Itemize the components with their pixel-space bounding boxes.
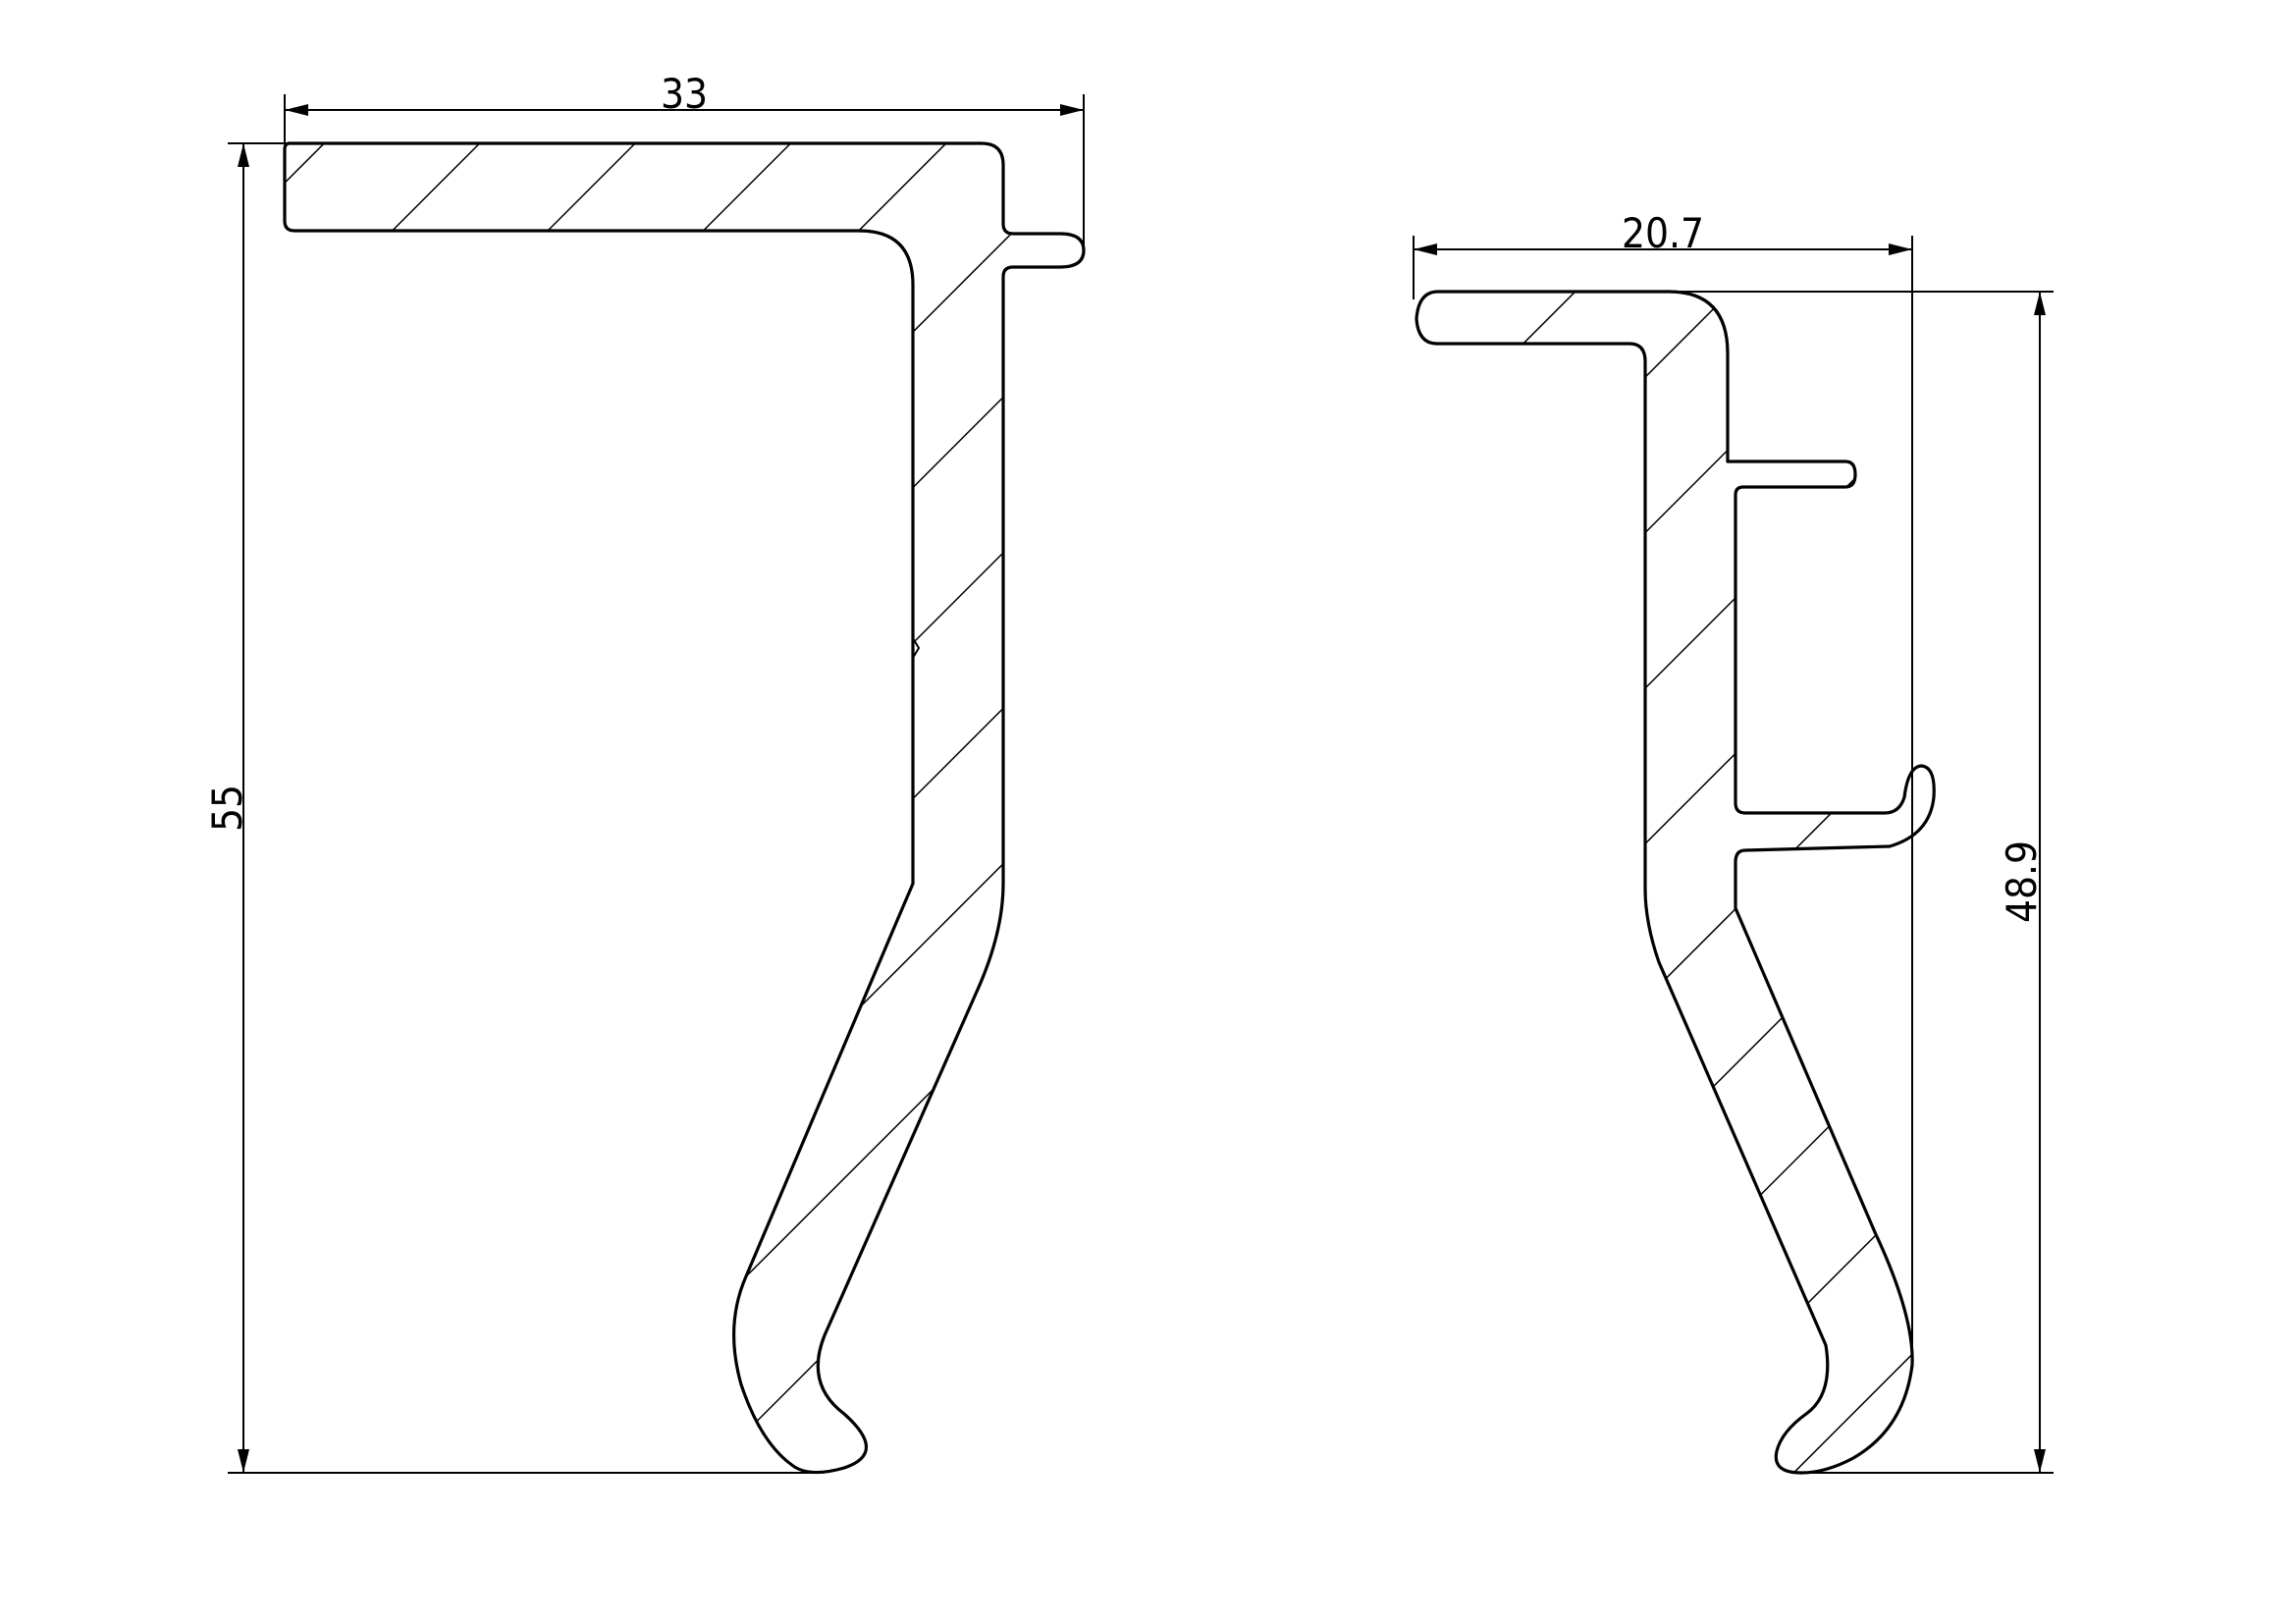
right-profile-clean (1414, 275, 1963, 1492)
left-width-dimension: 33 (284, 70, 1085, 250)
right-height-dimension: 48.9 (1669, 291, 2054, 1474)
left-profile (283, 141, 1086, 1475)
left-width-label: 33 (661, 70, 708, 118)
right-profile-outline (1415, 290, 1936, 1475)
left-height-dimension: 55 (203, 142, 820, 1474)
left-height-label: 55 (203, 785, 251, 832)
right-width-label: 20.7 (1622, 209, 1704, 257)
left-web-notch (912, 637, 921, 659)
right-height-label: 48.9 (1998, 840, 2046, 923)
left-profile-section (283, 141, 1086, 1475)
right-width-dimension: 20.7 (1413, 209, 1913, 1365)
